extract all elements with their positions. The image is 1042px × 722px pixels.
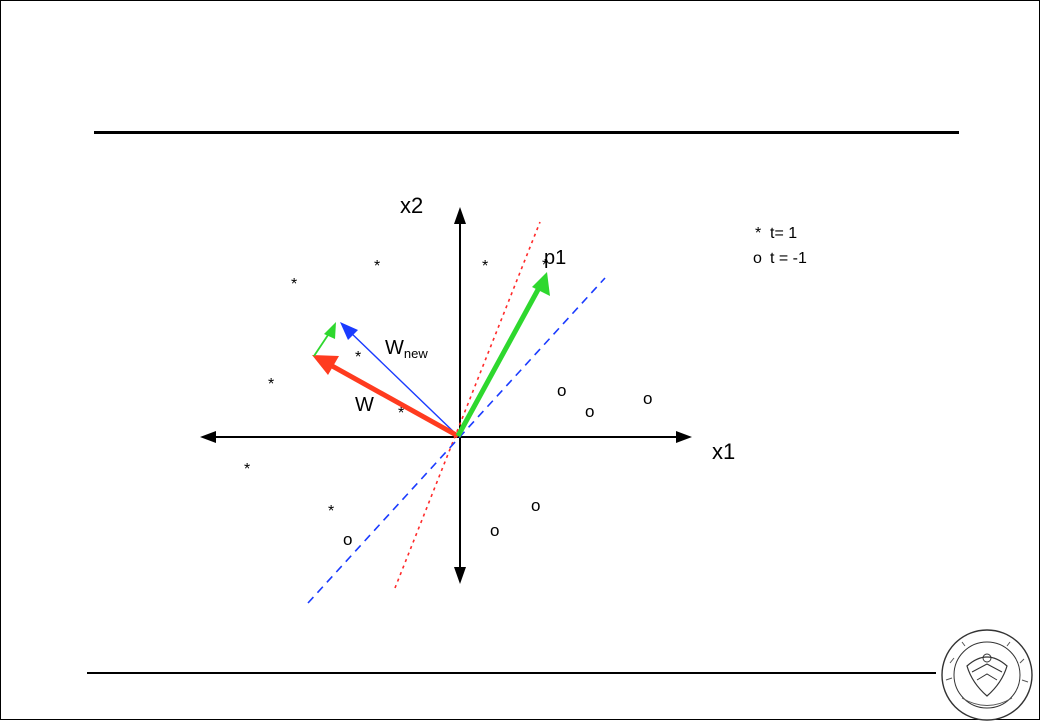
legend-label-negative: t = -1 — [770, 250, 807, 267]
positive-point: * — [291, 276, 297, 293]
positive-point: * — [542, 257, 548, 274]
negative-points: o o o o o o — [343, 381, 652, 549]
negative-point: o — [531, 496, 540, 515]
footer-rule — [87, 672, 936, 674]
negative-point: o — [557, 381, 566, 400]
positive-point: * — [482, 258, 488, 275]
vector-w — [312, 355, 460, 439]
legend-marker-positive: * — [755, 225, 761, 242]
old-decision-boundary — [394, 221, 541, 589]
vector-p1-label: p1 — [544, 247, 566, 269]
positive-point: * — [328, 503, 334, 520]
university-seal-icon — [941, 629, 1033, 721]
vector-p1 — [455, 272, 550, 438]
title-rule — [94, 131, 959, 134]
new-decision-boundary — [307, 277, 606, 604]
positive-points: * * * * * * * * * — [244, 257, 548, 520]
negative-point: o — [585, 402, 594, 421]
x-axis-arrow-left — [200, 431, 216, 443]
y-axis-arrow-down — [454, 567, 466, 584]
negative-point: o — [343, 530, 352, 549]
x-axis-label: x1 — [712, 439, 735, 464]
negative-point: o — [490, 521, 499, 540]
negative-point: o — [643, 389, 652, 408]
axes: x1 x2 — [200, 193, 735, 584]
legend-marker-negative: o — [753, 250, 762, 267]
positive-point: * — [374, 258, 380, 275]
vector-w-label: W — [355, 394, 374, 416]
vector-w-new-label: Wnew — [385, 337, 428, 361]
vector-update-step — [313, 322, 336, 357]
positive-point: * — [355, 349, 361, 366]
y-axis-label: x2 — [400, 193, 423, 218]
legend-label-positive: t= 1 — [770, 225, 797, 242]
positive-point: * — [244, 461, 250, 478]
positive-point: * — [398, 405, 404, 422]
vector-w-new — [340, 322, 459, 437]
positive-point: * — [268, 376, 274, 393]
x-axis-arrow-right — [676, 431, 692, 443]
y-axis-arrow-up — [454, 207, 466, 224]
legend: * t= 1 o t = -1 — [753, 225, 807, 267]
